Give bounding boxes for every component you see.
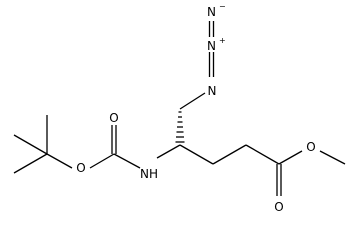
bond-c2-c1 <box>245 144 280 165</box>
ester-carbonyl-o-label: O <box>274 200 283 214</box>
backbone: O O <box>175 92 346 214</box>
bond-tbu-me1 <box>13 134 48 155</box>
azide-n-attached-label: N <box>208 84 217 98</box>
boc-group: NH O O <box>13 111 181 181</box>
bond-o-ctbu <box>46 153 73 169</box>
hashed-wedge-bond <box>175 111 185 143</box>
carbamate-ester-o-label: O <box>76 161 85 175</box>
structure-drawing: N − N + N O O <box>13 2 346 214</box>
bond-carbamate-c-o <box>89 153 115 169</box>
bond-nh-c <box>113 153 141 169</box>
bond-tbu-me3 <box>13 153 48 174</box>
molecule-structure: N − N + N O O <box>13 2 346 214</box>
bond-ester-c-o <box>278 150 303 165</box>
bond-c4-c3 <box>179 144 214 165</box>
azide-n-central-label: N <box>207 39 216 53</box>
azide-group: N − N + N <box>207 2 226 98</box>
ester-ether-o-label: O <box>306 140 315 154</box>
carbamate-nh-label: NH <box>140 167 158 181</box>
carbamate-carbonyl-o-label: O <box>109 111 118 125</box>
bond-c3-c2 <box>212 144 247 165</box>
azide-n-terminal-label: N <box>207 5 216 19</box>
azide-n-terminal-charge: − <box>219 2 226 11</box>
bond-c4-nh <box>156 144 181 159</box>
azide-n-central-charge: + <box>219 36 226 45</box>
bond-n-ch2 <box>179 92 206 110</box>
bond-o-ch3 <box>319 150 346 165</box>
